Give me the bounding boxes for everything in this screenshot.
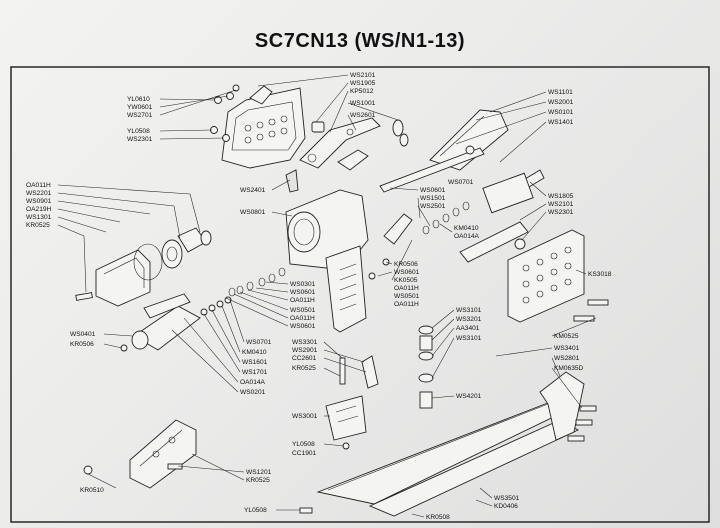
label-ws1401: WS1401: [548, 119, 574, 126]
label-kr0506-left: KR0506: [70, 341, 94, 348]
bottom-bracket: [83, 419, 313, 514]
label-kr0510: KR0510: [80, 487, 104, 494]
label-oa011h-c2: OA011H: [290, 315, 315, 322]
trigger-parts: [325, 355, 379, 450]
label-ws3101: WS3101: [456, 307, 482, 314]
label-ws2901: WS2901: [292, 347, 318, 354]
label-cc1901: CC1901: [292, 450, 317, 457]
label-oa014a-bottom: OA014A: [240, 379, 266, 386]
label-kr0506-mid: KR0506: [394, 261, 418, 268]
label-km0525: KM0525: [554, 333, 579, 340]
label-ws3201: WS3201: [456, 316, 482, 323]
label-yw0601: YW0601: [127, 104, 153, 111]
label-ws0801: WS0801: [240, 209, 266, 216]
label-ws0701-bottom: WS0701: [246, 339, 272, 346]
diagram-frame: [10, 66, 710, 523]
label-ws0201: WS0201: [240, 389, 266, 396]
label-oa011h-mid2: OA011H: [394, 301, 419, 308]
label-ws2701: WS2701: [127, 112, 153, 119]
label-ws3301: WS3301: [292, 339, 318, 346]
magazine-rail: [316, 371, 597, 517]
label-ws2101-top: WS2101: [350, 72, 376, 79]
side-plate: [507, 229, 609, 323]
label-oa219h: OA219H: [26, 206, 52, 213]
label-km0635d: KM0635D: [554, 365, 584, 372]
label-ws1201: WS1201: [246, 469, 272, 476]
label-ws0301: WS0301: [290, 281, 316, 288]
part-labels: YL0610 YW0601 WS2701 YL0508 WS2301 OA011…: [26, 72, 612, 521]
label-ws0601-d: WS0601: [290, 323, 316, 330]
cylinder-end-parts: [75, 227, 212, 307]
label-ws2001: WS2001: [548, 99, 574, 106]
label-ws3501: WS3501: [494, 495, 520, 502]
label-ws1701: WS1701: [242, 369, 268, 376]
label-km0410-bottom: KM0410: [242, 349, 267, 356]
label-kr0525-bottom: KR0525: [246, 477, 270, 484]
label-yl0508-mid: YL0508: [292, 441, 315, 448]
label-ws2101-right: WS2101: [548, 201, 574, 208]
label-ws1601: WS1601: [242, 359, 268, 366]
stacked-rings: [418, 325, 434, 409]
label-ws1001: WS1001: [350, 100, 376, 107]
label-kp5012: KP5012: [350, 88, 374, 95]
label-ws0501-c: WS0501: [290, 307, 316, 314]
label-ws3001: WS3001: [292, 413, 318, 420]
label-ws2401: WS2401: [240, 187, 266, 194]
label-ws1805: WS1805: [548, 193, 574, 200]
label-oa011h-mid: OA011H: [394, 285, 419, 292]
label-yl0508-top: YL0508: [127, 128, 150, 135]
label-km0410-mid: KM0410: [454, 225, 479, 232]
label-ws0601-a: WS0601: [420, 187, 446, 194]
label-aa3401: AA3401: [456, 325, 480, 332]
main-housing: [228, 189, 470, 333]
label-ws2601: WS2601: [350, 112, 376, 119]
valve-stack: [120, 293, 232, 352]
label-ws1301: WS1301: [26, 214, 52, 221]
label-ws0401: WS0401: [70, 331, 96, 338]
label-kd0406: KD0406: [494, 503, 518, 510]
label-ws1101: WS1101: [548, 89, 573, 96]
label-kr0525-mid: KR0525: [292, 365, 316, 372]
label-ws1905: WS1905: [350, 80, 376, 87]
label-cc2601: CC2601: [292, 355, 317, 362]
label-yl0610: YL0610: [127, 96, 150, 103]
label-ws0701-top: WS0701: [448, 179, 474, 186]
label-ws1501: WS1501: [420, 195, 446, 202]
label-oa011h-c: OA011H: [290, 297, 315, 304]
label-ks3018: KS3018: [588, 271, 612, 278]
label-ws0101: WS0101: [548, 109, 574, 116]
leader-lines: [57, 74, 597, 518]
label-kk0505: KK0505: [394, 277, 418, 284]
label-kr0525-left: KR0525: [26, 222, 50, 229]
diagram-title: SC7CN13 (WS/N1-13): [254, 30, 466, 52]
label-ws4201: WS4201: [456, 393, 482, 400]
o-ring-chain: [228, 201, 470, 297]
label-ws2301-right: WS2301: [548, 209, 574, 216]
label-oa014a-mid: OA014A: [454, 233, 480, 240]
label-ws0501-mid: WS0501: [394, 293, 420, 300]
label-oa011h-left: OA011H: [26, 182, 51, 189]
label-ws3101-b: WS3101: [456, 335, 482, 342]
label-ws2801: WS2801: [554, 355, 580, 362]
top-plate-assembly: [210, 84, 306, 193]
piston-rail: [379, 109, 545, 263]
label-kr0508: KR0508: [426, 514, 450, 521]
label-ws3401: WS3401: [554, 345, 580, 352]
label-ws0601-b: WS0601: [394, 269, 420, 276]
label-ws2301: WS2301: [127, 136, 153, 143]
label-ws0601-c: WS0601: [290, 289, 316, 296]
label-ws2201: WS2201: [26, 190, 52, 197]
label-yl0508-bottom: YL0508: [244, 507, 267, 514]
label-ws0901: WS0901: [26, 198, 52, 205]
label-ws2501: WS2501: [420, 203, 446, 210]
